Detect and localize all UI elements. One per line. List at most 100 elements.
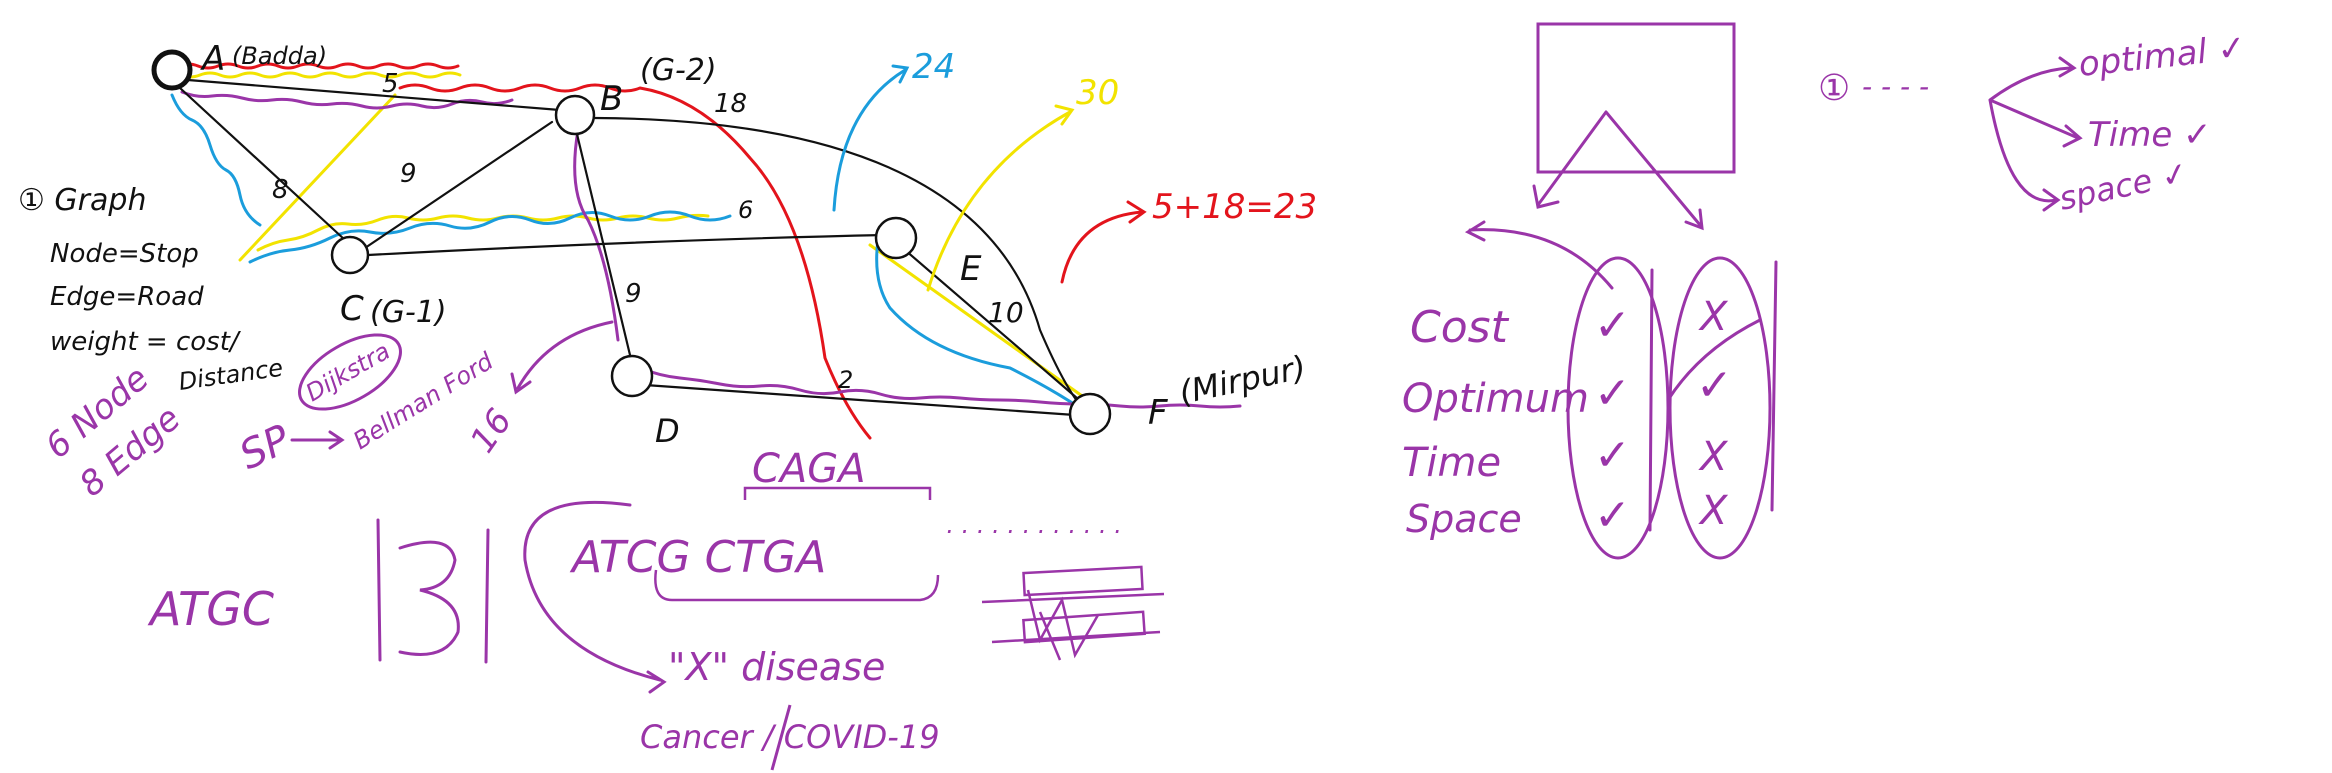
path-total-arrows (510, 64, 1147, 395)
node-c-note: (G-1) (370, 295, 447, 330)
node-e (874, 216, 918, 260)
right-mark-space: X (1698, 488, 1729, 534)
node-d-label: D (655, 412, 680, 450)
weight-d-f: 2 (838, 366, 853, 394)
left-mark-cost: ✓ (1594, 300, 1631, 351)
shortest-path-notes: SP Dijkstra Bellman Ford (233, 333, 499, 479)
dna-bracket-glyph (376, 518, 490, 664)
definition-edge: Edge=Road (50, 282, 204, 312)
dna-strand-sketch (981, 565, 1165, 661)
dna-curl-arrow (523, 500, 667, 694)
edge-a-b (186, 78, 562, 112)
node-b (554, 94, 596, 136)
graph-nodes (151, 49, 1112, 436)
purple-total: 16 (463, 402, 521, 460)
dna-dots: · · · · · · · · · · · · (945, 518, 1120, 546)
right-option-oval (1668, 256, 1772, 560)
criteria-list: ① - - - - optimal ✓ Time ✓ space ✓ (1818, 28, 2248, 218)
yellow-total: 30 (1076, 73, 1119, 113)
criteria-bullet: ① (1818, 68, 1850, 109)
weight-a-b: 5 (382, 69, 399, 99)
graph-counts: 6 Node 8 Edge (38, 358, 188, 505)
node-a-label: A (200, 39, 225, 79)
dna-subsequence: CAGA (752, 446, 866, 492)
definition-distance: Distance (177, 354, 285, 396)
criteria-row-cost: Cost (1410, 302, 1510, 353)
weight-a-c: 8 (272, 175, 289, 205)
edge-a-c (178, 86, 347, 242)
criteria-time: Time ✓ (2088, 115, 2212, 155)
dna-sequence: ATCG CTGA (569, 532, 826, 583)
node-b-label: B (600, 79, 623, 119)
dijkstra-label: Dijkstra (301, 337, 395, 407)
edge-d-f (643, 383, 1077, 417)
path-highlights (170, 62, 1242, 440)
criteria-space: space ✓ (2056, 153, 2192, 217)
graph-definition: ① Graph Node=Stop Edge=Road weight = cos… (18, 183, 285, 396)
criteria-row-optimum: Optimum (1402, 376, 1589, 422)
blue-path (170, 93, 1082, 410)
left-mark-optimum: ✓ (1594, 368, 1631, 419)
edge-c-e (366, 233, 887, 257)
weight-c-e: 6 (738, 196, 753, 224)
tree-left-arrow (1464, 220, 1614, 290)
tree-branches (1532, 110, 1704, 231)
node-c-label: C (340, 289, 364, 329)
edge-b-d (574, 128, 632, 357)
red-total-arrow (1060, 200, 1147, 284)
node-d (610, 354, 654, 398)
edge-c-b (360, 120, 554, 252)
left-option-oval (1566, 256, 1670, 560)
edge-b-f (593, 116, 1092, 417)
dna-notes: ATGC ATCG CTGA CAGA · · · · · · · · · · … (147, 446, 1165, 771)
examples-slash (770, 704, 792, 771)
criteria-arrows (1988, 56, 2083, 212)
dna-overbracket (743, 486, 932, 500)
disease-label: "X" disease (668, 645, 885, 689)
criteria-row-space: Space (1406, 497, 1522, 541)
criteria-tree (1464, 22, 1778, 560)
right-mark-optimum: ✓ (1696, 360, 1733, 411)
criteria-row-time: Time (1402, 440, 1501, 486)
blue-total-arrow (832, 64, 910, 212)
yellow-path (178, 71, 1087, 400)
dna-underbracket (654, 569, 940, 602)
edge-weights: 5 8 9 18 9 6 2 10 (272, 69, 1024, 394)
blue-total: 24 (912, 47, 955, 87)
node-a-note: (Badda) (232, 42, 327, 70)
node-labels: A (Badda) B (G-2) C (G-1) D E F (Mirpur) (200, 39, 1309, 450)
definition-node: Node=Stop (50, 239, 199, 269)
edge-e-f (903, 248, 1087, 407)
yellow-total-arrow (926, 104, 1075, 292)
right-option-marks: X ✓ X X (1696, 294, 1733, 534)
right-option-strokes (1648, 260, 1778, 532)
node-f-note: (Mirpur) (1176, 348, 1309, 412)
node-c (330, 235, 370, 275)
weight-e-f: 10 (988, 296, 1024, 329)
dijkstra-circle (298, 333, 402, 411)
sp-label: SP (233, 416, 298, 479)
disease-examples: Cancer / COVID-19 (640, 718, 940, 756)
node-a (151, 49, 193, 91)
node-b-note: (G-2) (640, 53, 717, 88)
tree-root-box (1536, 22, 1736, 174)
left-option-marks: ✓ ✓ ✓ ✓ (1594, 300, 1631, 541)
definition-title: ① Graph (18, 183, 146, 218)
purple-total-arrow (510, 320, 614, 395)
definition-weight: weight = cost/ (50, 327, 242, 357)
node-f (1068, 392, 1112, 436)
criteria-rows: Cost Optimum Time Space (1402, 302, 1589, 541)
criteria-optimal: optimal ✓ (2077, 28, 2248, 85)
criteria-dashes: - - - - (1862, 70, 1929, 103)
red-total: 5+18=23 (1152, 187, 1317, 227)
atgc-label: ATGC (147, 582, 274, 636)
node-e-label: E (960, 249, 982, 289)
weight-b-f: 18 (714, 89, 747, 119)
right-mark-time: X (1698, 434, 1729, 480)
right-mark-cost: X (1698, 294, 1729, 340)
left-mark-time: ✓ (1594, 430, 1631, 481)
weight-c-b: 9 (400, 159, 417, 189)
graph-edges (178, 78, 1092, 417)
node-f-label: F (1148, 393, 1168, 433)
